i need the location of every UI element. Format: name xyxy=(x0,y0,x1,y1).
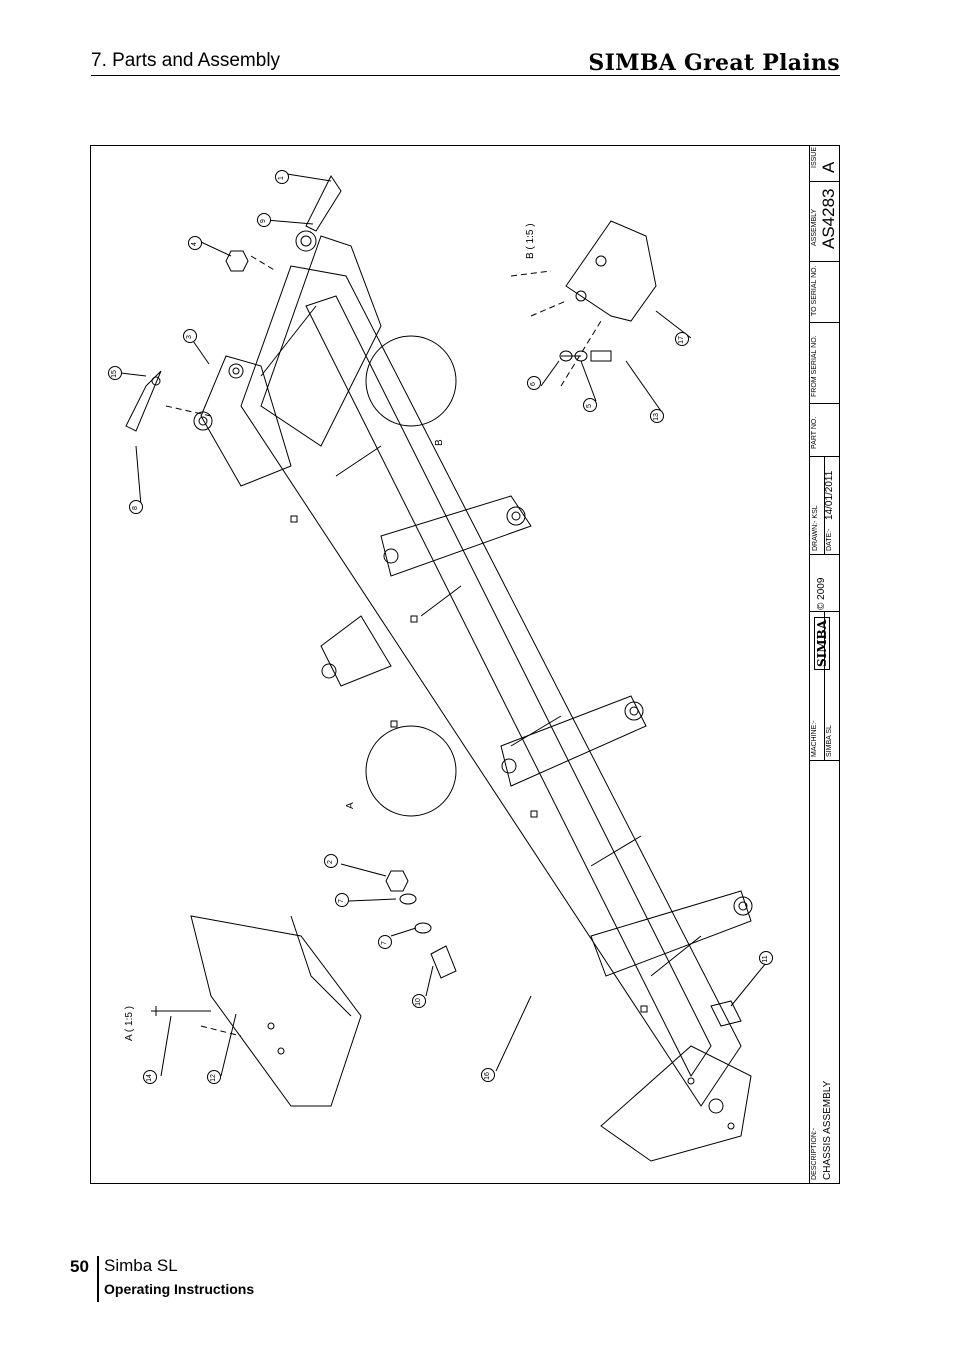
bracket-3 xyxy=(590,890,752,977)
bracket-lower xyxy=(320,615,392,687)
assembly-number: AS4283 xyxy=(819,188,838,250)
description-value: CHASSIS ASSEMBLY xyxy=(822,1080,833,1180)
copyright: © 2009 xyxy=(816,577,827,610)
detail-circle-b xyxy=(365,335,457,427)
callout-16: 16 xyxy=(481,1068,495,1082)
document-subtitle: Operating Instructions xyxy=(104,1281,255,1297)
bracket-2 xyxy=(500,695,647,787)
machine-label: MACHINE:- xyxy=(811,720,818,757)
detail-label-a: A ( 1:5 ) xyxy=(124,1005,135,1041)
callout-9: 9 xyxy=(257,213,271,227)
detail-circle-a xyxy=(365,725,457,817)
tow-arm-lower xyxy=(200,355,292,487)
to-serial-label: TO SERIAL NO. xyxy=(811,265,818,316)
callout-11: 11 xyxy=(759,951,773,965)
issue-label: ISSUE xyxy=(811,146,818,168)
chassis-drawing xyxy=(120,173,767,1162)
date-value: 14/01/2011 xyxy=(824,470,835,520)
callout-12: 12 xyxy=(207,1070,221,1084)
issue-value: A xyxy=(819,161,838,173)
from-serial-label: FROM SERIAL NO. xyxy=(811,335,818,397)
view-label-a: A xyxy=(345,802,356,809)
page-number: 50 xyxy=(70,1257,89,1276)
section-title: 7. Parts and Assembly xyxy=(91,50,281,71)
product-name: Simba SL xyxy=(104,1256,178,1275)
detail-b-part xyxy=(565,220,657,322)
description-label: DESCRIPTION:- xyxy=(811,1127,818,1180)
callout-17: 17 xyxy=(675,332,689,346)
callout-14: 14 xyxy=(143,1070,157,1084)
chassis-beam-inner xyxy=(305,295,712,1077)
callout-1: 1 xyxy=(275,170,289,184)
callout-13: 13 xyxy=(650,409,664,423)
assembly-label: ASSEMBLY xyxy=(811,208,818,246)
machine-value: SIMBA SL xyxy=(826,725,833,757)
detail-a-part xyxy=(190,915,362,1107)
callout-5: 5 xyxy=(583,398,597,412)
footer-divider xyxy=(97,1256,99,1302)
title-block: ISSUE A ASSEMBLY AS4283 TO SERIAL NO. FR… xyxy=(809,146,840,1183)
callout-7a: 7 xyxy=(335,893,349,907)
simba-logo: SIMBA xyxy=(814,616,830,670)
callout-15: 15 xyxy=(108,366,122,380)
callout-3: 3 xyxy=(183,329,197,343)
part-number-label: PART NO. xyxy=(811,416,818,449)
rear-plate xyxy=(600,1045,752,1162)
chassis-beam-outline xyxy=(240,265,742,1107)
callout-2: 2 xyxy=(324,854,338,868)
callout-8: 8 xyxy=(129,500,143,514)
drawn-by-label: DRAWN:- KSL xyxy=(812,505,819,551)
view-label-b: B xyxy=(434,439,445,446)
drawing-frame: 1 9 4 3 15 8 6 5 13 17 2 7 7 10 11 14 12… xyxy=(90,145,840,1184)
tow-arm-upper xyxy=(260,235,382,447)
callout-7b: 7 xyxy=(378,935,392,949)
brand-logo: SIMBA Great Plains xyxy=(588,50,840,76)
callout-6: 6 xyxy=(527,376,541,390)
callout-4: 4 xyxy=(188,236,202,250)
callout-10: 10 xyxy=(412,994,426,1008)
date-label: DATE:- xyxy=(826,528,833,551)
detail-label-b: B ( 1:5 ) xyxy=(525,223,536,259)
header-rule xyxy=(91,75,840,76)
